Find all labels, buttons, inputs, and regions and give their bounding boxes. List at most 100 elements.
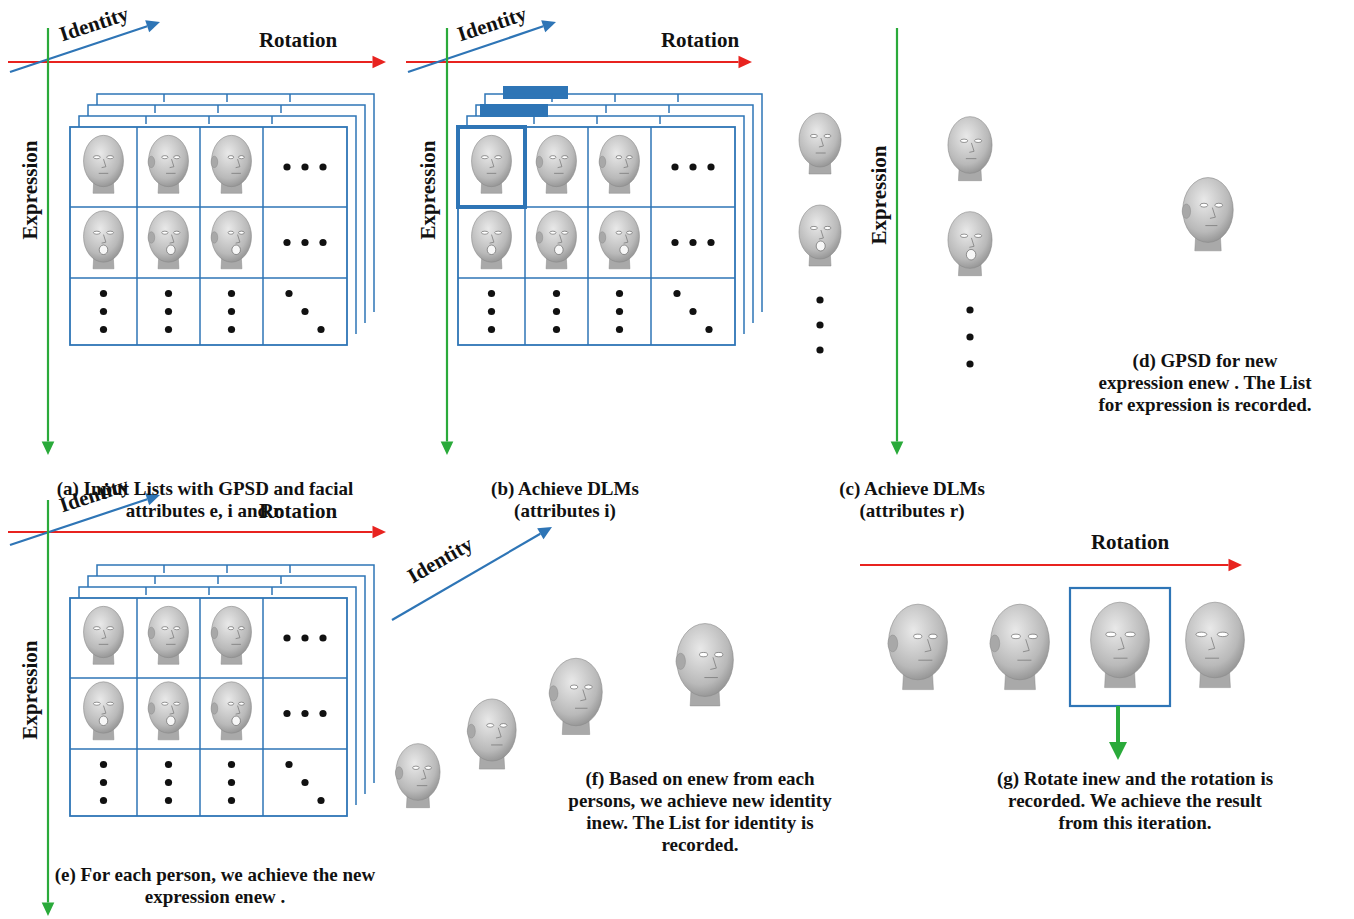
eye xyxy=(162,156,168,159)
ellipsis-dot xyxy=(165,290,172,297)
ellipsis-dot xyxy=(317,797,324,804)
ellipsis-dot xyxy=(553,290,560,297)
head-shape xyxy=(600,135,640,186)
eye xyxy=(974,139,981,142)
rotation-axis xyxy=(8,61,373,63)
head-shape xyxy=(600,211,640,262)
nose xyxy=(102,630,106,639)
rotation-axis-head xyxy=(373,526,387,539)
face-render xyxy=(888,604,948,689)
layer-tick xyxy=(551,94,553,102)
head-shape xyxy=(550,658,603,726)
layer-tick xyxy=(145,116,147,124)
head-shape xyxy=(948,117,992,174)
ear xyxy=(599,232,606,243)
face-render xyxy=(84,211,124,269)
eye xyxy=(1200,203,1208,207)
rotation-axis-head xyxy=(739,56,753,69)
head-shape xyxy=(149,682,189,733)
nose xyxy=(710,657,716,669)
grid-line xyxy=(70,206,347,208)
ellipsis-dot xyxy=(966,360,973,367)
open-mouth xyxy=(99,716,108,726)
eye xyxy=(239,156,245,159)
nose xyxy=(624,235,628,244)
eye xyxy=(93,702,100,705)
open-mouth xyxy=(167,245,176,255)
eye xyxy=(616,156,622,159)
mouth xyxy=(99,644,109,645)
axis-label: Identity xyxy=(403,532,477,589)
axis-label: Expression xyxy=(867,146,891,245)
expression-axis-head xyxy=(441,442,454,456)
eye xyxy=(107,627,114,630)
eye xyxy=(699,652,707,656)
eye xyxy=(93,627,100,630)
eye xyxy=(93,231,100,234)
selected-result xyxy=(1070,588,1170,706)
rotation-axis xyxy=(860,564,1229,566)
face-render xyxy=(799,113,841,174)
mouth xyxy=(1113,658,1127,659)
face-render xyxy=(148,606,188,664)
eye xyxy=(1217,632,1228,636)
eye xyxy=(481,231,488,234)
nose xyxy=(1023,639,1029,652)
nose xyxy=(819,138,824,147)
ellipsis-dot xyxy=(966,306,973,313)
ellipsis-dot xyxy=(301,634,308,641)
face-render xyxy=(948,117,992,181)
axis-label: Rotation xyxy=(259,28,337,52)
face-render xyxy=(799,205,841,266)
head-shape xyxy=(212,135,252,186)
head-shape xyxy=(799,113,841,167)
open-mouth xyxy=(232,716,241,726)
ellipsis-dot xyxy=(319,239,326,246)
ellipsis-dot xyxy=(283,634,290,641)
head-shape xyxy=(991,604,1050,680)
ellipsis-dot xyxy=(301,239,308,246)
expression-axis xyxy=(896,28,898,442)
face-render xyxy=(395,744,440,808)
layer-tick xyxy=(217,105,219,113)
ellipsis-dot xyxy=(616,326,623,333)
ear xyxy=(211,703,218,714)
eye xyxy=(824,134,831,137)
expression-axis-head xyxy=(42,903,55,917)
head-shape xyxy=(149,606,189,657)
ellipsis-dot xyxy=(816,296,823,303)
nose xyxy=(236,706,240,715)
eye xyxy=(162,702,168,705)
ellipsis-dot xyxy=(165,326,172,333)
eye xyxy=(627,231,633,234)
eye xyxy=(228,627,234,630)
ellipsis-dot xyxy=(671,163,678,170)
ellipsis-dot xyxy=(553,308,560,315)
layer-tick xyxy=(226,94,228,102)
grid-line xyxy=(136,127,138,345)
ear xyxy=(549,686,558,701)
mouth xyxy=(166,644,176,645)
eye xyxy=(1106,632,1116,636)
eye xyxy=(228,231,234,234)
ellipsis-dot xyxy=(228,290,235,297)
ear xyxy=(148,232,155,243)
ellipsis-dot xyxy=(100,761,107,768)
ellipsis-dot xyxy=(228,308,235,315)
grid-line xyxy=(650,127,652,345)
open-mouth xyxy=(816,241,825,251)
ear xyxy=(395,767,402,780)
head-shape xyxy=(537,211,577,262)
head-shape xyxy=(537,135,577,186)
ellipsis-dot xyxy=(319,163,326,170)
ellipsis-dot xyxy=(673,290,680,297)
layer-tick xyxy=(154,105,156,113)
ellipsis-dot xyxy=(301,710,308,717)
head-shape xyxy=(889,604,948,680)
expression-axis xyxy=(47,500,49,903)
ellipsis-dot xyxy=(228,761,235,768)
ellipsis-dot xyxy=(285,290,292,297)
identity-axis-head xyxy=(541,20,556,32)
ellipsis-dot xyxy=(100,797,107,804)
nose xyxy=(170,630,174,639)
